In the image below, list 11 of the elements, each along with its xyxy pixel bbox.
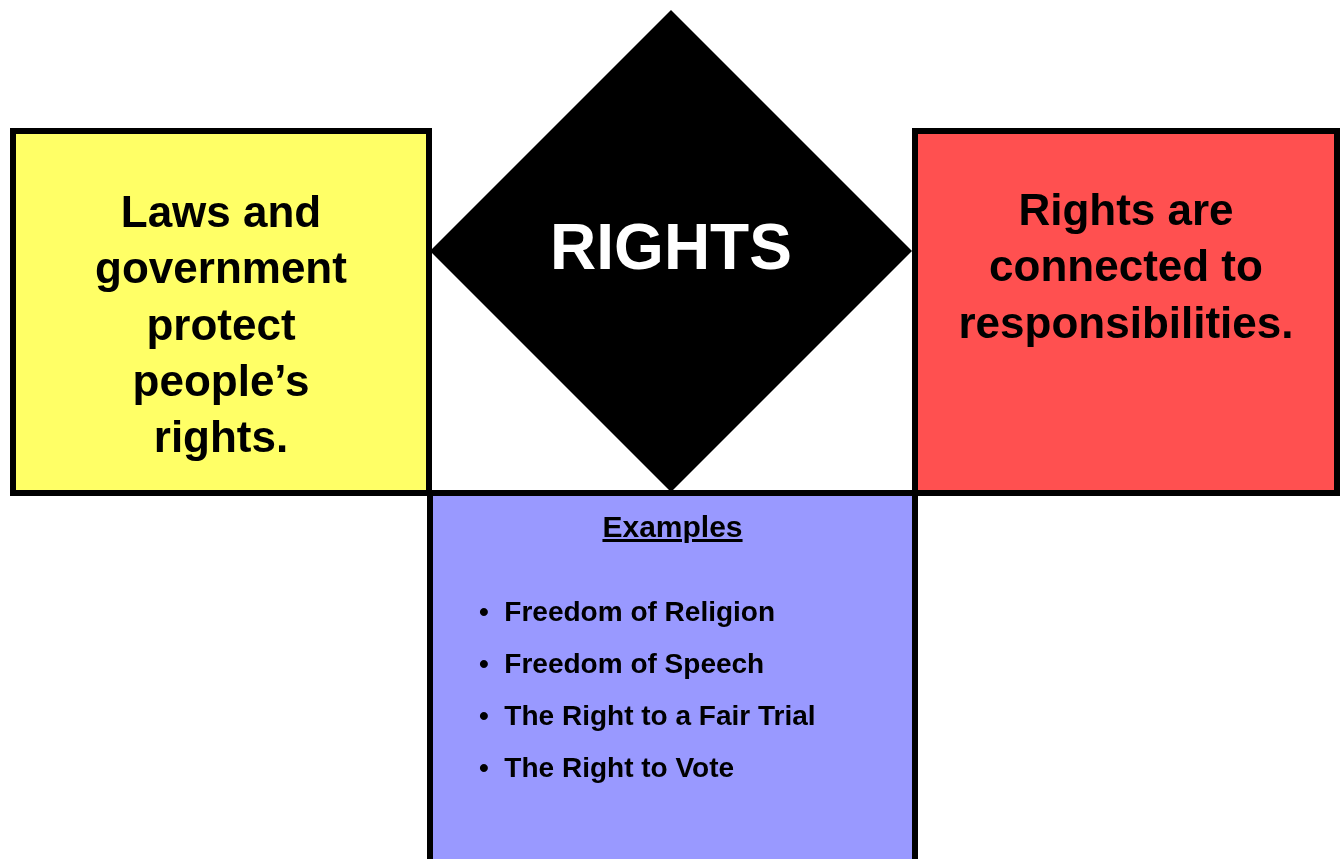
diamond-title: RIGHTS: [549, 210, 793, 284]
panel-text: Laws and government protect people’s rights.: [94, 186, 348, 464]
list-item: • Freedom of Religion: [479, 596, 776, 628]
text-panel: [10, 128, 432, 496]
panel-text: Rights are connected to responsibilities.: [957, 184, 1295, 349]
list-heading: Examples: [602, 510, 743, 544]
examples-panel: [427, 490, 918, 859]
list-item: • The Right to Vote: [479, 752, 735, 784]
list-item: • The Right to a Fair Trial: [479, 700, 816, 732]
text-panel: [912, 128, 1340, 496]
list-item: • Freedom of Speech: [479, 648, 765, 680]
